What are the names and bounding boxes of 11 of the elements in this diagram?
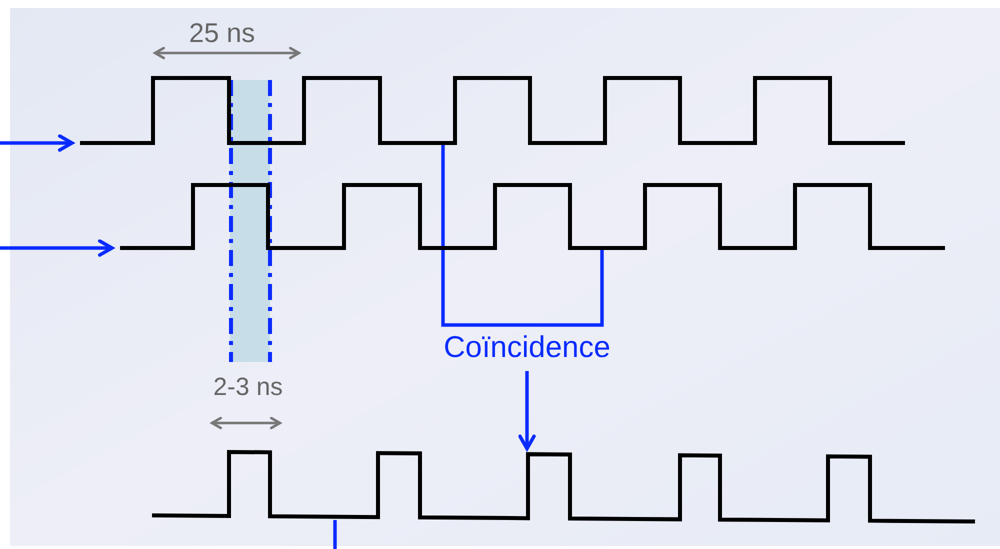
square-wave	[150, 450, 977, 524]
connector-line	[333, 520, 337, 549]
dimension-label: 25 ns	[188, 18, 256, 49]
connector-line	[441, 145, 604, 327]
square-wave	[78, 76, 907, 145]
dimension-label: 2-3 ns	[212, 373, 284, 402]
arrow	[0, 134, 74, 152]
coincidence-label: Coïncidence	[407, 331, 647, 369]
arrow	[518, 371, 536, 450]
square-wave	[118, 183, 947, 250]
arrow	[0, 239, 114, 257]
